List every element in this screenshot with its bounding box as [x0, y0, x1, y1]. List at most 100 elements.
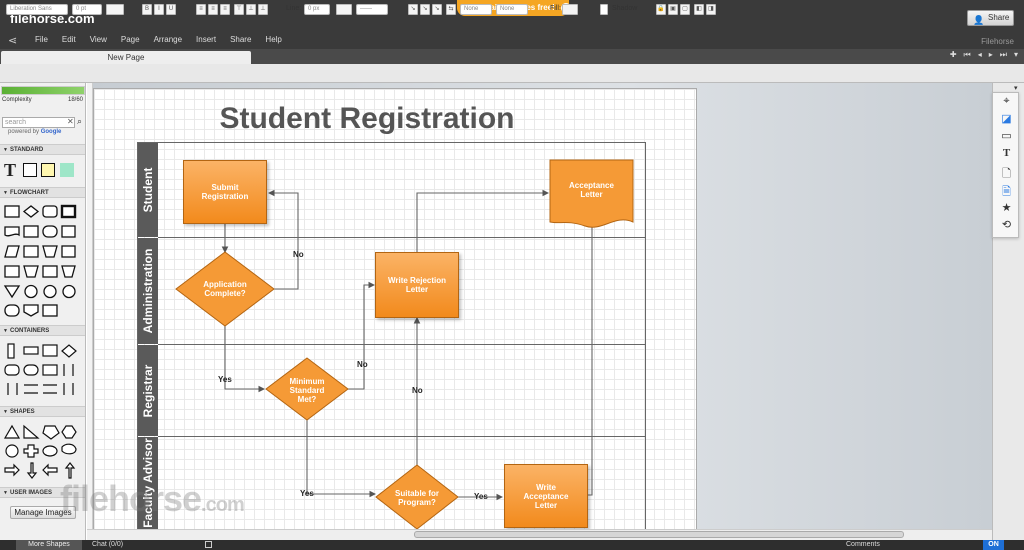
underline-icon[interactable]: U: [166, 4, 176, 15]
align-left-icon[interactable]: ≡: [196, 4, 206, 15]
connector-elbow-icon[interactable]: ↘: [420, 4, 430, 15]
align-right-icon[interactable]: ≡: [220, 4, 230, 15]
crosshair-icon[interactable]: ⌖: [1003, 95, 1010, 107]
page-settings-icon[interactable]: ▭: [1001, 130, 1012, 142]
section-flowchart[interactable]: FLOWCHART: [0, 187, 85, 198]
star-icon[interactable]: ★: [1001, 202, 1012, 214]
shape-search-input[interactable]: search: [2, 117, 75, 128]
group-icon[interactable]: ▣: [668, 4, 678, 15]
font-size-input[interactable]: 0 pt: [72, 4, 102, 15]
comments-toggle[interactable]: Comments: [846, 541, 880, 548]
document-icon[interactable]: 🗋: [1002, 168, 1011, 180]
add-page-icon[interactable]: ✚: [949, 50, 957, 59]
popout-icon[interactable]: [205, 541, 212, 548]
menu-arrange[interactable]: Arrange: [153, 35, 183, 44]
send-back-icon[interactable]: ◨: [706, 4, 716, 15]
arrow-start-icon[interactable]: ⇆: [446, 4, 456, 15]
connector-straight-icon[interactable]: ↘: [408, 4, 418, 15]
valign-middle-icon[interactable]: ⊥: [246, 4, 256, 15]
lane-faculty-advisor[interactable]: Faculty Advisor: [138, 437, 158, 529]
fill-color-swatch[interactable]: [562, 4, 578, 15]
flowchart-shapes-grid[interactable]: [2, 202, 84, 318]
complexity-bar: [1, 86, 85, 95]
menu-page[interactable]: Page: [120, 35, 140, 44]
node-application-complete[interactable]: Application Complete?: [190, 270, 260, 308]
line-style-select[interactable]: ——: [356, 4, 388, 15]
node-write-rejection-letter[interactable]: Write Rejection Letter: [375, 252, 459, 318]
lane-divider: [158, 436, 646, 437]
arrow-start-select[interactable]: None: [460, 4, 492, 15]
menu-file[interactable]: File: [35, 35, 48, 44]
line-color-swatch[interactable]: [336, 4, 352, 15]
node-submit-registration[interactable]: Submit Registration: [183, 160, 267, 224]
text-color-swatch[interactable]: [106, 4, 124, 15]
lock-icon[interactable]: 🔒: [656, 4, 666, 15]
search-icon[interactable]: ⌕: [77, 116, 83, 126]
node-suitable-for-program[interactable]: Suitable for Program?: [388, 480, 446, 516]
menu-insert[interactable]: Insert: [196, 35, 217, 44]
menu-edit[interactable]: Edit: [61, 35, 76, 44]
lane-student[interactable]: Student: [138, 143, 158, 237]
container-shapes-grid[interactable]: [2, 340, 84, 402]
menu-view[interactable]: View: [89, 35, 107, 44]
colored-rectangle-shape[interactable]: [60, 163, 74, 177]
watermark-suffix: .com: [201, 494, 245, 516]
lane-administration[interactable]: Administration: [138, 238, 158, 344]
align-center-icon[interactable]: ≡: [208, 4, 218, 15]
section-shapes[interactable]: SHAPES: [0, 406, 85, 417]
line-size-input[interactable]: 0 px: [304, 4, 330, 15]
powered-label: powered by: [8, 129, 40, 135]
ungroup-icon[interactable]: ▢: [680, 4, 690, 15]
node-acceptance-letter[interactable]: Acceptance Letter: [550, 162, 633, 217]
bold-icon[interactable]: B: [142, 4, 152, 15]
menu-share[interactable]: Share: [230, 35, 252, 44]
bring-front-icon[interactable]: ◧: [694, 4, 704, 15]
node-write-acceptance-letter[interactable]: Write Acceptance Letter: [504, 464, 588, 528]
page-menu-icon[interactable]: ▾: [1013, 50, 1018, 59]
first-page-icon[interactable]: ⏮: [963, 50, 971, 59]
scrollbar-thumb[interactable]: [414, 531, 904, 538]
format-toolbar: [0, 64, 1024, 83]
node-text: Suitable for Program?: [395, 489, 440, 507]
tab-new-page[interactable]: New Page: [1, 51, 251, 64]
valign-top-icon[interactable]: ⊤: [234, 4, 244, 15]
shadow-checkbox[interactable]: [600, 4, 608, 15]
google-label: Google: [40, 129, 62, 135]
tab-controls: ✚ ⏮ ◂ ▸ ⏭ ▾: [950, 50, 1018, 60]
connector-curve-icon[interactable]: ↘: [432, 4, 442, 15]
lane-divider: [158, 344, 646, 345]
more-shapes-button[interactable]: More Shapes: [16, 540, 82, 550]
share-nodes-icon[interactable]: ⋖: [8, 35, 18, 47]
chat-toggle[interactable]: Chat (0/0): [92, 541, 124, 548]
comments-on-toggle[interactable]: ON: [983, 540, 1004, 550]
section-standard[interactable]: STANDARD: [0, 144, 85, 155]
node-minimum-standard[interactable]: Minimum Standard Met?: [278, 372, 336, 408]
image-icon[interactable]: 🗎: [1002, 186, 1011, 198]
last-page-icon[interactable]: ⏭: [999, 50, 1007, 59]
note-shape[interactable]: [41, 163, 55, 177]
rectangle-shape[interactable]: [23, 163, 37, 177]
clear-search-icon[interactable]: ✕: [67, 117, 74, 126]
section-user-images[interactable]: USER IMAGES: [0, 487, 85, 498]
bottom-bar: [0, 540, 1024, 550]
section-containers[interactable]: CONTAINERS: [0, 325, 85, 336]
lane-registrar[interactable]: Registrar: [138, 345, 158, 436]
arrow-end-select[interactable]: None: [496, 4, 528, 15]
italic-icon[interactable]: I: [154, 4, 164, 15]
font-select[interactable]: Liberation Sans: [6, 4, 68, 15]
manage-images-button[interactable]: Manage Images: [10, 506, 76, 519]
prev-page-icon[interactable]: ◂: [977, 50, 982, 59]
theme-icon[interactable]: ◪: [1001, 113, 1012, 125]
basic-shapes-grid[interactable]: [2, 422, 84, 484]
next-page-icon[interactable]: ▸: [988, 50, 993, 59]
history-icon[interactable]: ⟲: [1001, 219, 1012, 231]
valign-bottom-icon[interactable]: ⊥: [258, 4, 268, 15]
share-button[interactable]: 👤Share: [967, 10, 1014, 26]
dock-menu-icon[interactable]: ▾: [1014, 85, 1018, 92]
text-shape-icon[interactable]: T: [4, 160, 17, 180]
node-text: Submit Registration: [201, 183, 249, 201]
text-icon[interactable]: T: [1002, 147, 1011, 159]
menu-help[interactable]: Help: [265, 35, 282, 44]
diagram-title[interactable]: Student Registration: [219, 102, 515, 135]
